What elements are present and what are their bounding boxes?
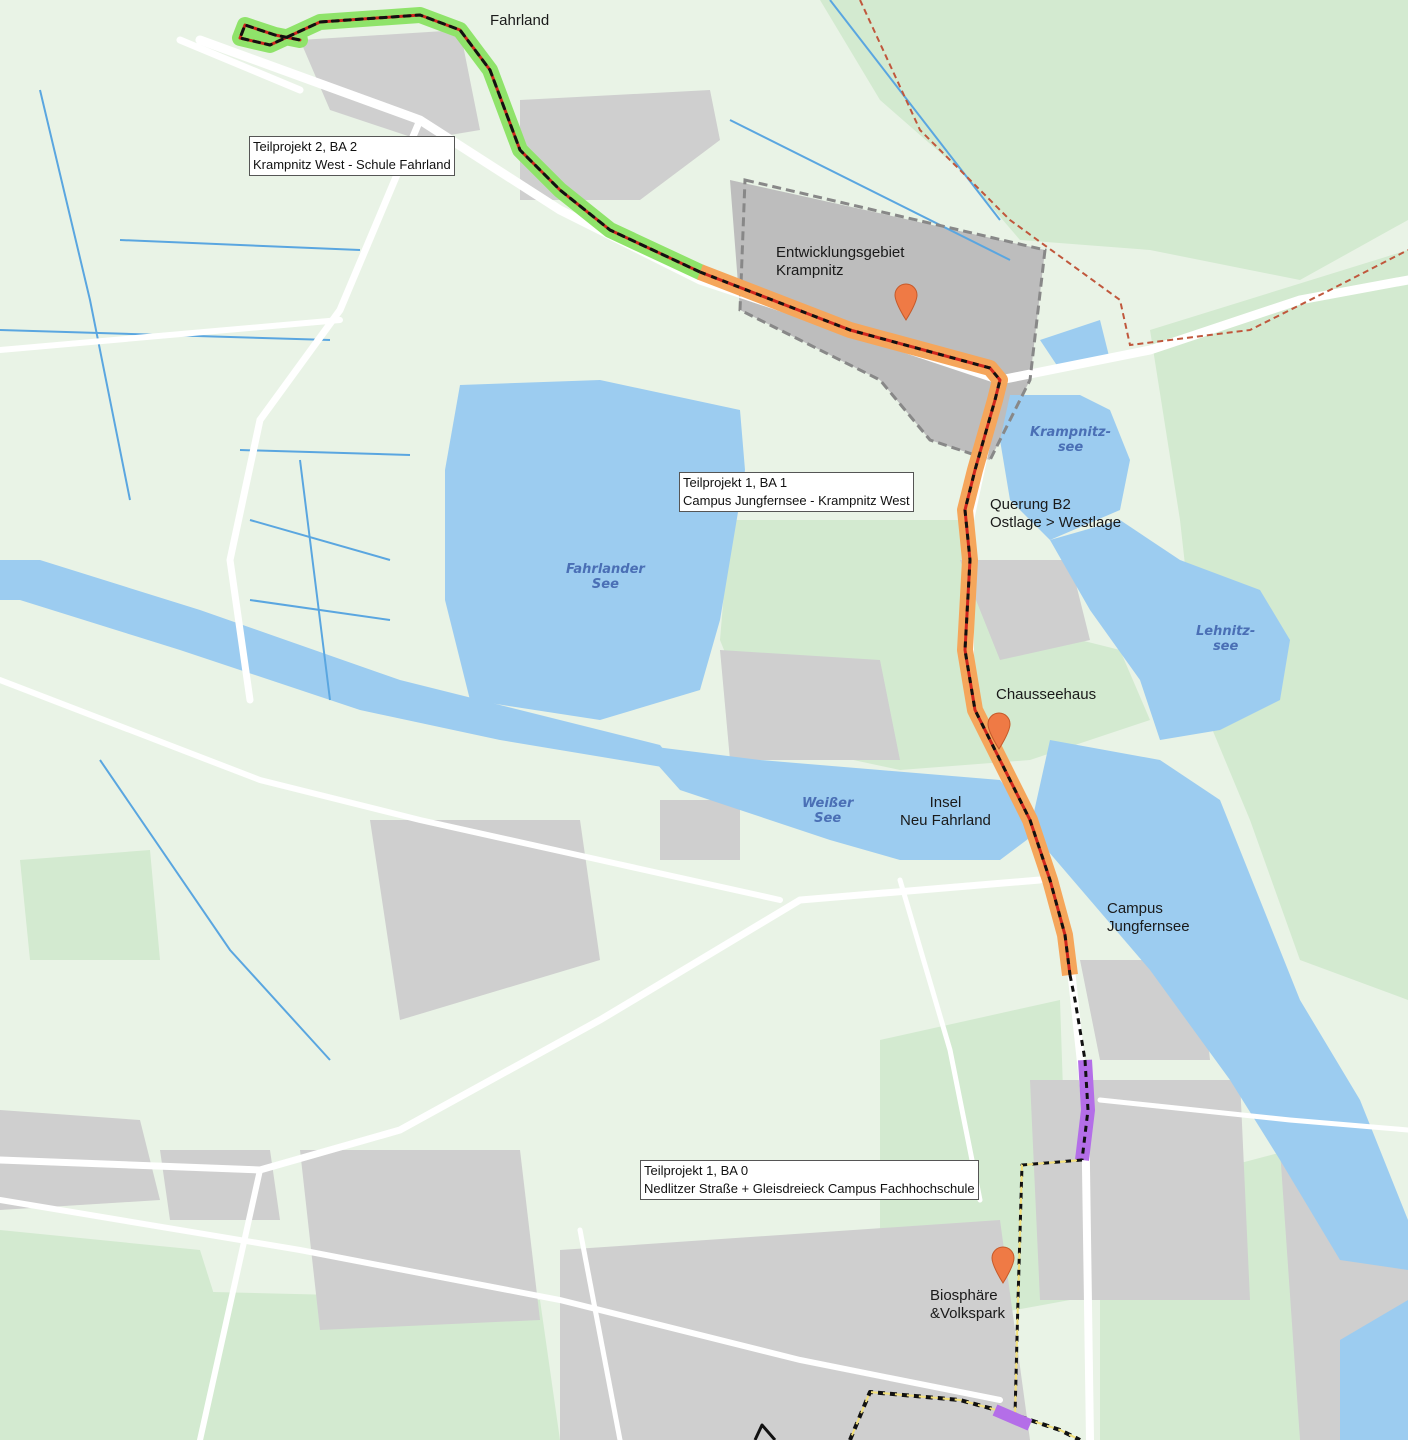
water-label-krampnitzsee: Krampnitz- see xyxy=(1030,425,1111,455)
project-label-ba0: Teilprojekt 1, BA 0 Nedlitzer Straße + G… xyxy=(640,1160,979,1200)
project-label-ba1-line1: Teilprojekt 1, BA 1 xyxy=(683,475,788,490)
lehnitzsee-shape xyxy=(1050,520,1290,740)
streams xyxy=(0,0,1011,1061)
place-label-insel-neu-fahrland: Insel Neu Fahrland xyxy=(900,794,991,829)
place-label-querung-b2: Querung B2 Ostlage > Westlage xyxy=(990,496,1122,531)
map-pin-icon[interactable] xyxy=(893,283,919,321)
water-label-lehnitzsee: Lehnitz- see xyxy=(1196,624,1256,654)
krampnitzsee-shape xyxy=(1000,395,1130,540)
project-label-ba1: Teilprojekt 1, BA 1 Campus Jungfernsee -… xyxy=(679,472,914,512)
place-label-campus-jungfernsee: Campus Jungfernsee xyxy=(1107,900,1190,935)
project-label-ba1-line2: Campus Jungfernsee - Krampnitz West xyxy=(683,493,910,508)
project-label-ba0-line1: Teilprojekt 1, BA 0 xyxy=(644,1163,749,1178)
development-area-outline xyxy=(738,178,1047,462)
route-ba2-green xyxy=(232,7,708,280)
weisser-see-shape xyxy=(640,745,1040,860)
water-label-fahrlander-see: Fahrlander See xyxy=(566,562,645,592)
place-label-fahrland: Fahrland xyxy=(490,12,550,29)
project-label-ba2-line1: Teilprojekt 2, BA 2 xyxy=(253,139,358,154)
fahrlander-see-shape xyxy=(445,380,745,720)
water-bodies xyxy=(0,320,1408,1440)
map-pin-icon[interactable] xyxy=(986,712,1012,750)
municipal-boundary xyxy=(859,0,1408,347)
place-label-biosphaere: Biosphäre &Volkspark xyxy=(930,1287,1006,1322)
havel-river-shape xyxy=(1030,740,1408,1270)
route-ba0-track xyxy=(753,974,1095,1440)
sacrow-paretzer-kanal xyxy=(0,560,680,770)
place-label-entwicklungsgebiet: Entwicklungsgebiet Krampnitz xyxy=(776,244,905,279)
map-pin-icon[interactable] xyxy=(990,1246,1016,1284)
project-label-ba2: Teilprojekt 2, BA 2 Krampnitz West - Sch… xyxy=(249,136,455,176)
project-label-ba2-line2: Krampnitz West - Schule Fahrland xyxy=(253,157,451,172)
water-label-weisser-see: Weißer See xyxy=(802,796,854,826)
place-label-chausseehaus: Chausseehaus xyxy=(996,686,1097,703)
project-label-ba0-line2: Nedlitzer Straße + Gleisdreieck Campus F… xyxy=(644,1181,975,1196)
route-ba1-orange xyxy=(697,264,1078,976)
